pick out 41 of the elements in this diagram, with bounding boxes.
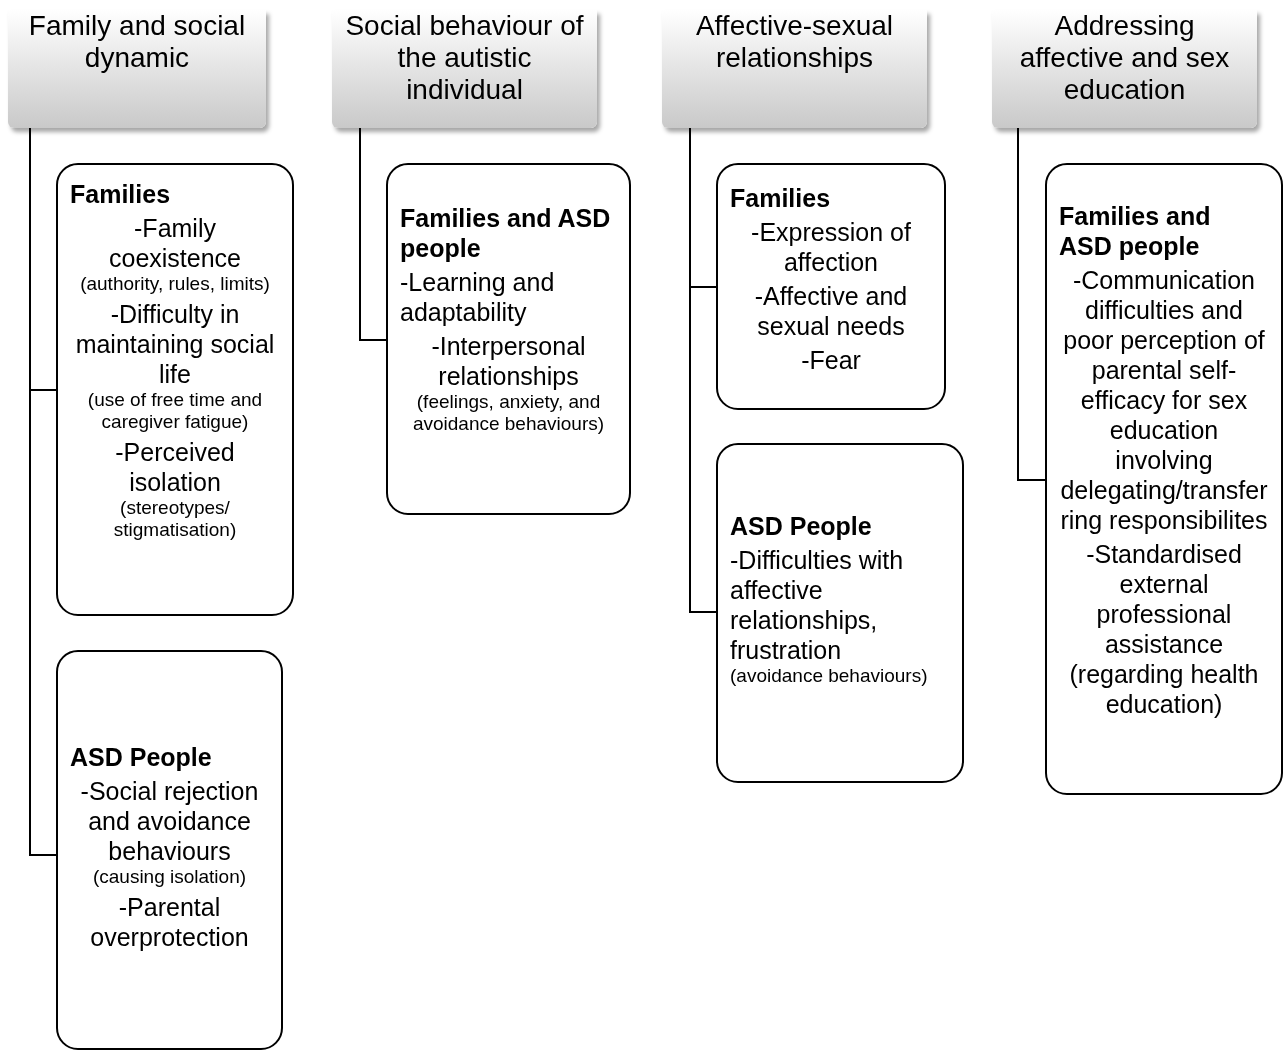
box-heading: Families — [70, 179, 172, 209]
box-heading: Families — [730, 183, 832, 213]
theme-box — [56, 163, 294, 616]
category-header — [662, 10, 927, 128]
note-text: (feelings, anxiety, and avoidance behaviours) — [411, 391, 606, 435]
item-text: -Perceived isolation — [114, 437, 236, 497]
item-text: -Learning and adaptability — [400, 267, 556, 327]
category-header — [8, 10, 266, 128]
item-text: -Difficulty in maintaining social life — [74, 299, 276, 389]
note-text: (causing isolation) — [91, 866, 248, 888]
header-text: Family and social dynamic — [27, 10, 247, 74]
item-text: -Communication difficulties and poor perception of parental self-efficacy for sex education involving delegating/transferring responsibilites — [1059, 265, 1269, 535]
item-text: -Affective and sexual needs — [753, 281, 909, 341]
box-heading: Families and ASD people — [1059, 201, 1212, 261]
category-header — [992, 10, 1257, 128]
connector-line — [359, 127, 387, 341]
item-text: -Social rejection and avoidance behaviours — [79, 776, 260, 866]
header-text: Social behaviour of the autistic individual — [344, 10, 585, 106]
item-text: -Fear — [800, 345, 862, 375]
note-text: (authority, rules, limits) — [79, 273, 271, 295]
category-header — [332, 10, 597, 128]
box-heading: Families and ASD people — [400, 203, 612, 263]
connector-line — [1017, 127, 1046, 481]
note-text: (stereotypes/ stigmatisation) — [112, 497, 238, 541]
theme-box — [716, 163, 946, 410]
note-text: (use of free time and caregiver fatigue) — [86, 389, 264, 433]
theme-box — [716, 443, 964, 783]
item-text: -Interpersonal relationships — [430, 331, 587, 391]
box-heading: ASD People — [70, 742, 213, 772]
theme-box — [386, 163, 631, 515]
theme-box — [56, 650, 283, 1050]
item-text: -Parental overprotection — [89, 892, 250, 952]
note-text: (avoidance behaviours) — [730, 665, 929, 687]
box-heading: ASD People — [730, 511, 873, 541]
header-text: Affective-sexual relationships — [694, 10, 895, 74]
item-text: -Difficulties with affective relationships, frustration — [730, 545, 905, 665]
item-text: -Expression of affection — [750, 217, 912, 277]
item-text: -Family coexistence — [108, 213, 242, 273]
header-text: Addressing affective and sex education — [1018, 10, 1231, 106]
theme-box — [1045, 163, 1283, 795]
item-text: -Standardised external professional assistance (regarding health education) — [1068, 539, 1260, 719]
